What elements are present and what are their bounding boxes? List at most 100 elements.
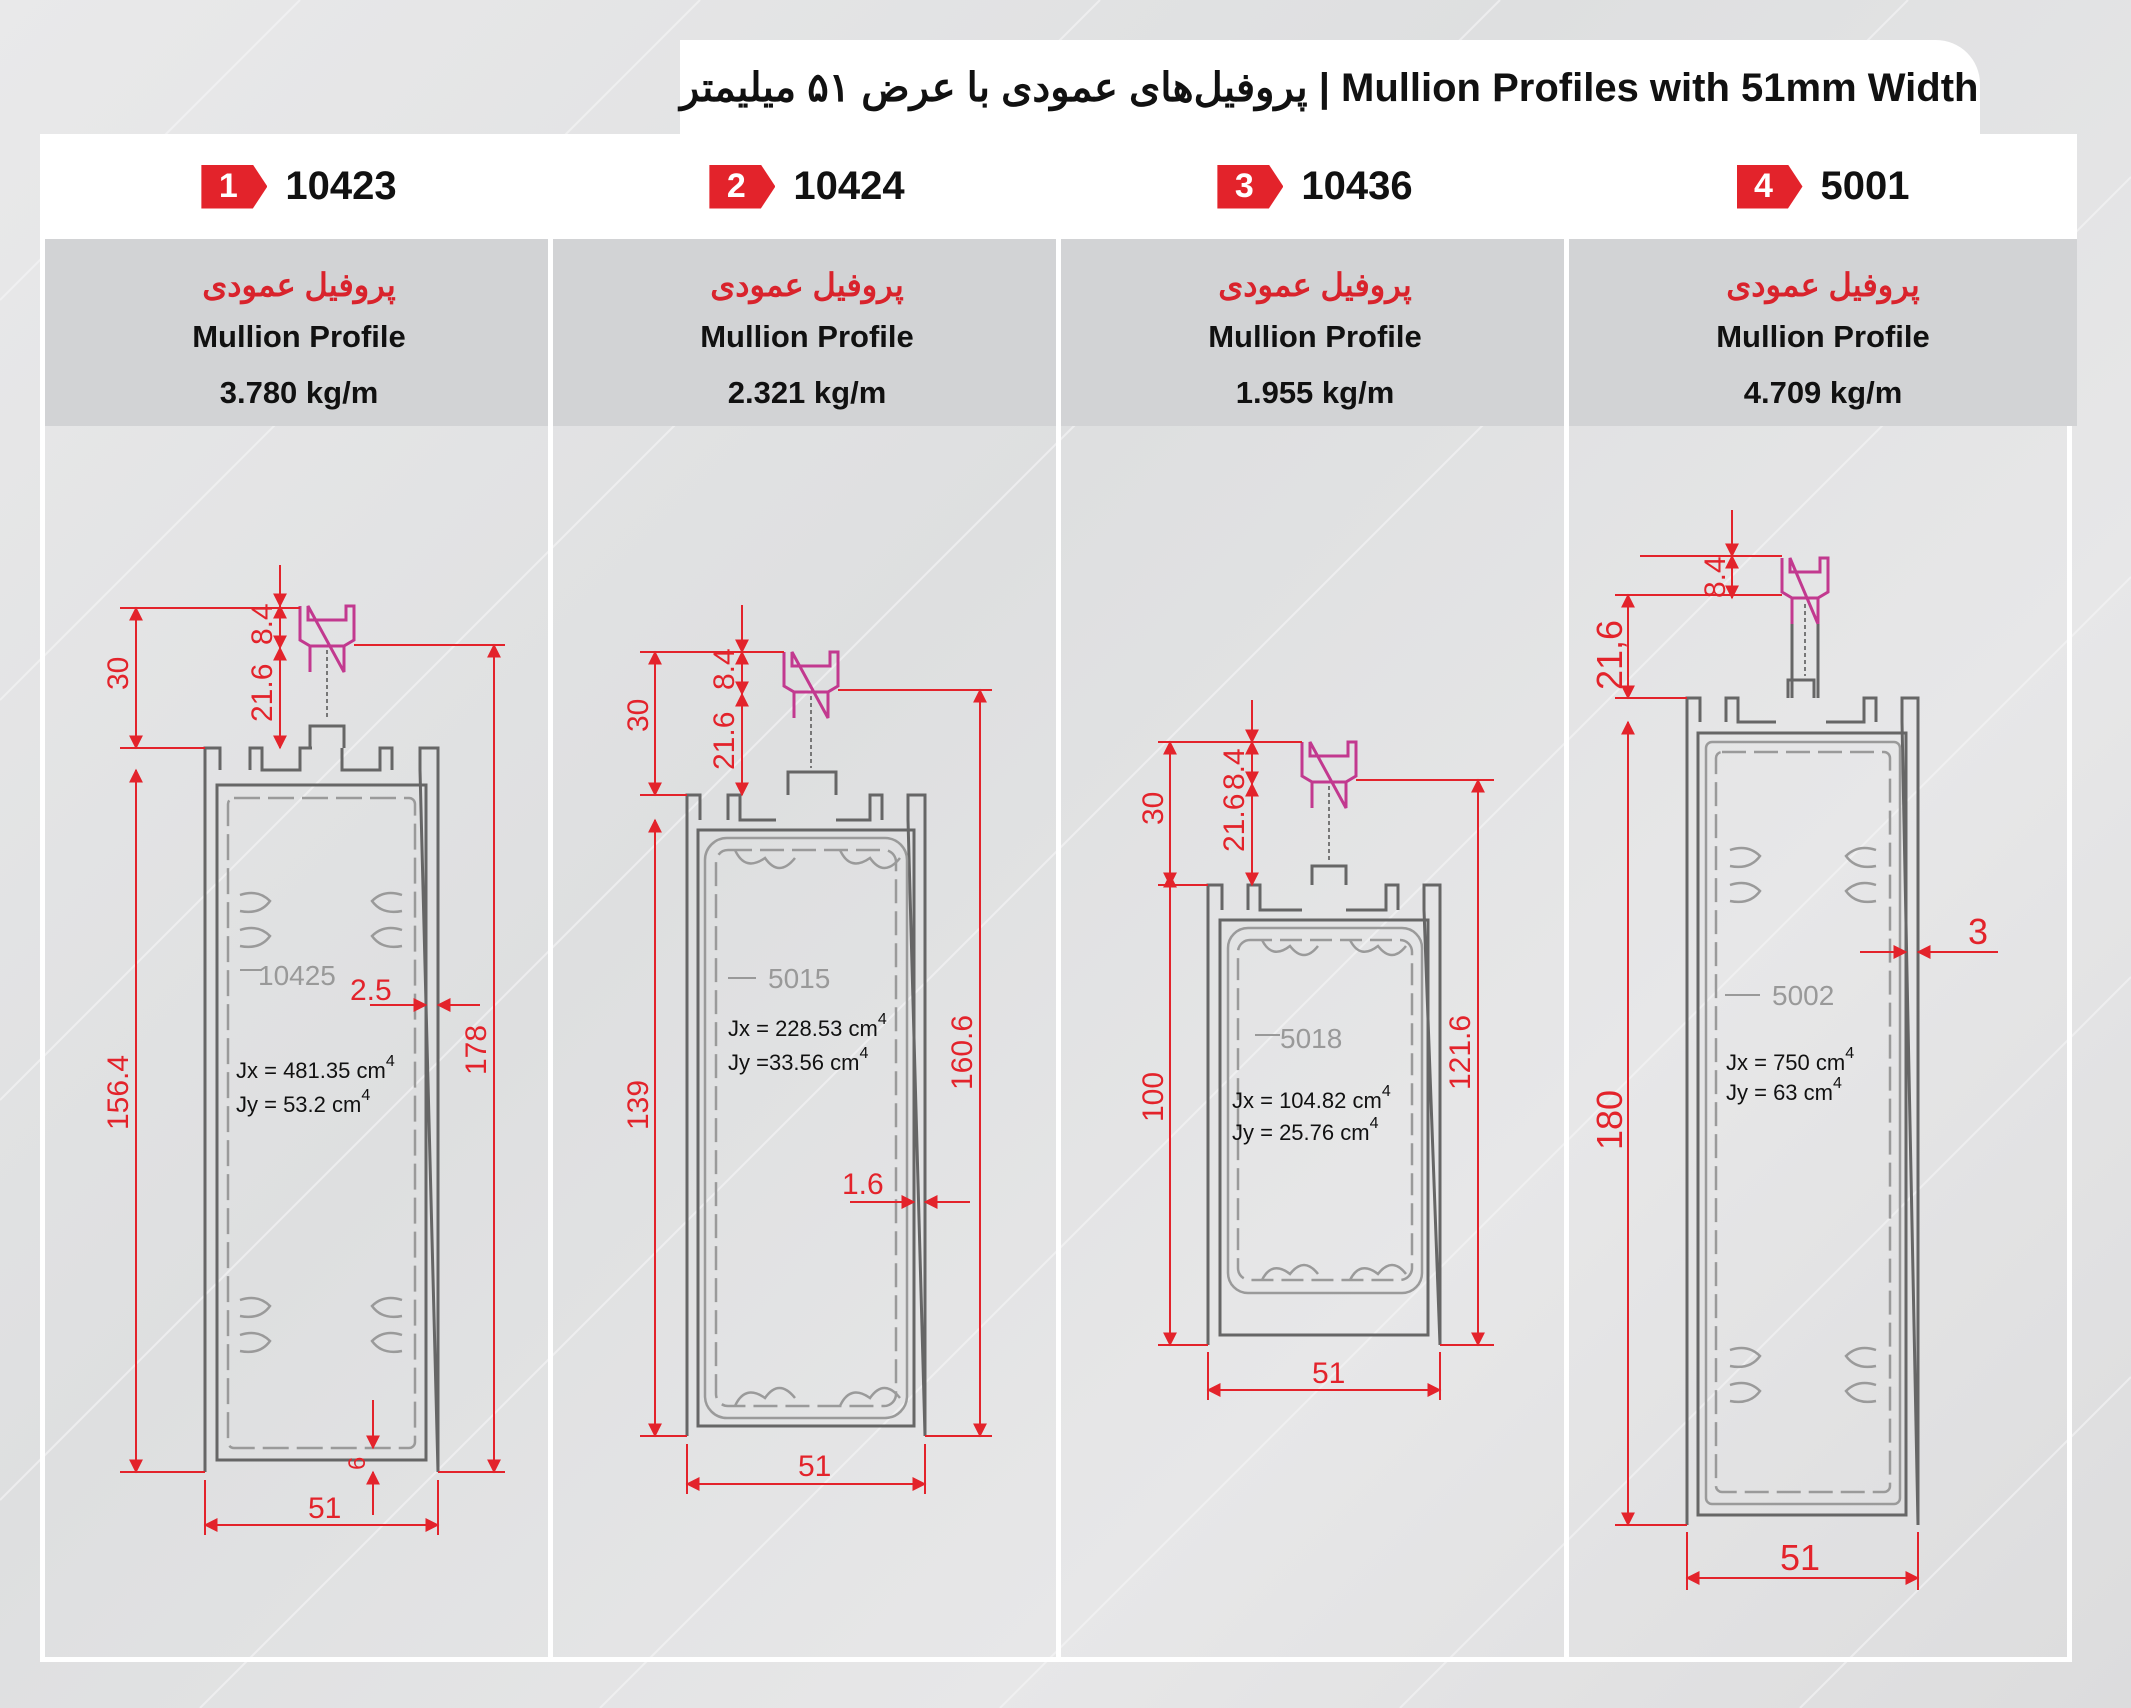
- svg-text:Jx = 104.82 cm4: Jx = 104.82 cm4: [1232, 1083, 1391, 1113]
- svg-text:Jy = 25.76 cm4: Jy = 25.76 cm4: [1232, 1115, 1379, 1145]
- profile-code: 10436: [1301, 164, 1413, 208]
- profile-info-band: پروفیل عمودی Mullion Profile 3.780 kg/m: [45, 239, 553, 426]
- gasket-icon: [298, 604, 356, 673]
- profile-drawing-1: 10425 Jx = 481.35 cm4 Jy = 53.2 cm4 30 1…: [102, 565, 505, 1535]
- svg-text:6: 6: [344, 1457, 371, 1470]
- dimension-labels: 30 100 121.6 8.4 21.6 51: [1137, 748, 1477, 1390]
- svg-text:Jy =33.56 cm4: Jy =33.56 cm4: [728, 1045, 868, 1075]
- svg-text:30: 30: [102, 657, 135, 690]
- profile-code: 5001: [1820, 164, 1910, 208]
- profile-weight: 4.709 kg/m: [1743, 375, 1903, 410]
- profile-code: 10423: [285, 164, 397, 208]
- svg-text:Jx = 481.35 cm4: Jx = 481.35 cm4: [236, 1053, 395, 1083]
- profile-drawing-2: 5015 Jx = 228.53 cm4 Jy =33.56 cm4 30 13…: [622, 605, 992, 1494]
- svg-text:Jy = 63 cm4: Jy = 63 cm4: [1726, 1075, 1842, 1105]
- page-title: پروفیل‌های عمودی با عرض ۵۱ میلیمتر | Mul…: [680, 66, 1979, 110]
- svg-text:51: 51: [1312, 1357, 1345, 1390]
- insert-outline: [1226, 926, 1424, 1295]
- profile-name-fa: پروفیل عمودی: [710, 267, 904, 303]
- insert-lugs: [239, 891, 403, 1354]
- svg-text:2.5: 2.5: [350, 974, 392, 1007]
- svg-text:139: 139: [622, 1080, 655, 1130]
- svg-text:8.4: 8.4: [246, 603, 279, 645]
- insert-outline-dashed: [714, 848, 898, 1408]
- insert-outline-dashed: [1236, 938, 1414, 1282]
- profile-drawing-3: 5018 Jx = 104.82 cm4 Jy = 25.76 cm4 30 1…: [1137, 700, 1494, 1400]
- profile-drawing-4: 5002 Jx = 750 cm4 Jy = 63 cm4 21,6 8.4 1…: [1589, 510, 1998, 1590]
- insert-code-label: 5002: [1772, 980, 1834, 1011]
- insert-code-label: 5018: [1280, 1023, 1342, 1054]
- profile-info-band: پروفیل عمودی Mullion Profile 2.321 kg/m: [553, 239, 1061, 426]
- svg-text:30: 30: [622, 699, 655, 732]
- insert-outline: [703, 836, 909, 1420]
- svg-text:51: 51: [798, 1450, 831, 1483]
- profile-number-badge: 1: [201, 164, 268, 209]
- svg-text:121.6: 121.6: [1444, 1015, 1477, 1090]
- profile-outline: [203, 724, 440, 1473]
- gasket-icon: [1300, 740, 1358, 809]
- dimension-labels: 30 139 160.6 8.4 21.6 1.6 51: [622, 648, 979, 1483]
- svg-text:21.6: 21.6: [1218, 794, 1251, 852]
- svg-text:180: 180: [1589, 1090, 1630, 1150]
- inertia-values: Jx = 481.35 cm4 Jy = 53.2 cm4: [236, 1053, 395, 1117]
- profile-name-fa: پروفیل عمودی: [202, 267, 396, 303]
- svg-text:21.6: 21.6: [246, 664, 279, 722]
- insert-code-label: 10425: [258, 960, 336, 991]
- svg-text:100: 100: [1137, 1072, 1170, 1122]
- svg-text:Jx = 750 cm4: Jx = 750 cm4: [1726, 1045, 1854, 1075]
- profile-weight: 1.955 kg/m: [1235, 375, 1395, 410]
- profile-name-fa: پروفیل عمودی: [1218, 267, 1412, 303]
- profile-column-1: 1 10423 پروفیل عمودی Mullion Profile 3.7…: [45, 134, 553, 1662]
- insert-outline: [226, 796, 417, 1450]
- gasket-icon: [1780, 556, 1830, 625]
- profile-name-en: Mullion Profile: [700, 319, 914, 354]
- dimension-lines: [120, 565, 505, 1535]
- profile-code: 10424: [793, 164, 905, 208]
- profile-header: 4 5001: [1569, 134, 2077, 239]
- svg-text:8.4: 8.4: [1218, 748, 1251, 790]
- profile-info-band: پروفیل عمودی Mullion Profile 1.955 kg/m: [1061, 239, 1569, 426]
- svg-text:8.4: 8.4: [708, 648, 741, 690]
- gasket-icon: [782, 650, 840, 719]
- profile-weight: 2.321 kg/m: [727, 375, 887, 410]
- profile-name-en: Mullion Profile: [1716, 319, 1930, 354]
- svg-text:30: 30: [1137, 792, 1170, 825]
- title-tab: [680, 40, 1980, 136]
- svg-text:51: 51: [308, 1492, 341, 1525]
- profile-column-3: 3 10436 پروفیل عمودی Mullion Profile 1.9…: [1061, 134, 1569, 1662]
- dimension-labels: 30 156.4 178 8.4 21.6 2.5 6 51: [102, 603, 493, 1525]
- svg-text:Jx = 228.53 cm4: Jx = 228.53 cm4: [728, 1011, 887, 1041]
- insert-lugs: [733, 849, 901, 1407]
- insert-lugs: [1260, 939, 1407, 1281]
- inertia-values: Jx = 104.82 cm4 Jy = 25.76 cm4: [1232, 1083, 1391, 1145]
- insert-outline-dashed: [1714, 750, 1892, 1494]
- svg-text:1.6: 1.6: [842, 1168, 884, 1201]
- svg-text:51: 51: [1780, 1537, 1820, 1578]
- column-divider: [548, 134, 553, 1662]
- profile-weight: 3.780 kg/m: [219, 375, 379, 410]
- column-divider: [1056, 134, 1061, 1662]
- profile-number-badge: 4: [1736, 164, 1803, 209]
- svg-text:156.4: 156.4: [102, 1055, 135, 1130]
- profile-header: 3 10436: [1061, 134, 1569, 239]
- insert-code-label: 5015: [768, 963, 830, 994]
- dimension-lines: [1158, 700, 1494, 1400]
- profile-outline: [1685, 678, 1920, 1526]
- svg-text:21,6: 21,6: [1589, 620, 1630, 690]
- svg-text:Jy = 53.2 cm4: Jy = 53.2 cm4: [236, 1087, 370, 1117]
- svg-text:21.6: 21.6: [708, 712, 741, 770]
- svg-text:8.4: 8.4: [1699, 556, 1732, 598]
- profile-name-en: Mullion Profile: [192, 319, 406, 354]
- profile-outline: [685, 770, 927, 1437]
- dimension-labels: 21,6 8.4 180 3 51: [1589, 556, 1988, 1578]
- inertia-values: Jx = 750 cm4 Jy = 63 cm4: [1726, 1045, 1854, 1105]
- profile-name-en: Mullion Profile: [1208, 319, 1422, 354]
- profile-outline: [1206, 864, 1442, 1346]
- profile-column-4: 4 5001 پروفیل عمودی Mullion Profile 4.70…: [1569, 134, 2077, 1662]
- profile-info-band: پروفیل عمودی Mullion Profile 4.709 kg/m: [1569, 239, 2077, 426]
- dimension-lines: [1615, 510, 1998, 1590]
- svg-text:178: 178: [460, 1025, 493, 1075]
- profile-column-2: 2 10424 پروفیل عمودی Mullion Profile 2.3…: [553, 134, 1061, 1662]
- profile-number-badge: 3: [1217, 164, 1284, 209]
